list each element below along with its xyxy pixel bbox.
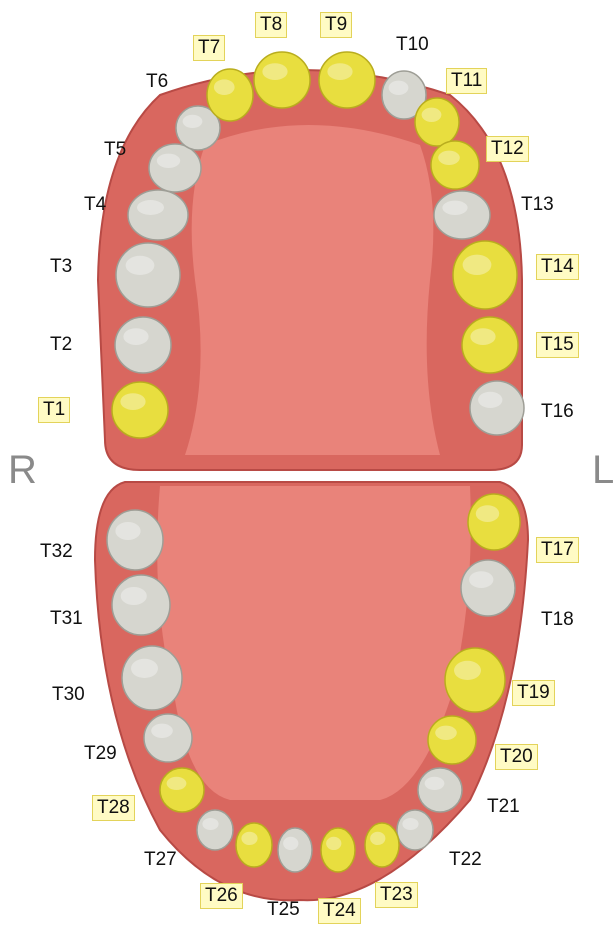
tooth-highlight [326, 837, 341, 850]
tooth-t28[interactable] [160, 768, 204, 812]
tooth-t2[interactable] [115, 317, 171, 373]
tooth-label-t30[interactable]: T30 [48, 683, 89, 707]
tooth-highlight [422, 108, 442, 122]
tooth-label-t9[interactable]: T9 [320, 12, 352, 38]
tooth-label-t11[interactable]: T11 [446, 68, 487, 94]
tooth-t7[interactable] [207, 69, 253, 121]
tooth-highlight [438, 151, 460, 165]
tooth-highlight [370, 832, 385, 845]
tooth-label-t20[interactable]: T20 [495, 744, 538, 770]
tooth-t25[interactable] [278, 828, 312, 872]
tooth-highlight [126, 256, 155, 275]
tongue [157, 486, 471, 800]
tooth-highlight [454, 661, 481, 680]
tooth-t19[interactable] [445, 648, 505, 712]
tooth-t23[interactable] [365, 823, 399, 867]
tooth-label-t25[interactable]: T25 [263, 898, 304, 922]
tooth-highlight [123, 328, 148, 345]
tooth-highlight [463, 255, 492, 275]
tooth-t14[interactable] [453, 241, 517, 309]
tooth-label-t2[interactable]: T2 [46, 333, 76, 357]
tooth-t9[interactable] [319, 52, 375, 108]
left-side-label: L [592, 448, 614, 493]
tooth-t16[interactable] [470, 381, 524, 435]
tooth-highlight [115, 522, 140, 540]
tooth-label-t15[interactable]: T15 [536, 332, 579, 358]
tooth-highlight [470, 328, 495, 345]
tooth-t13[interactable] [434, 191, 490, 239]
right-side-label: R [8, 448, 37, 493]
tooth-t29[interactable] [144, 714, 192, 762]
tooth-highlight [137, 200, 164, 215]
tooth-t24[interactable] [321, 828, 355, 872]
tooth-t18[interactable] [461, 560, 515, 616]
tooth-t27[interactable] [197, 810, 233, 850]
tooth-t11[interactable] [415, 98, 459, 146]
tooth-t4[interactable] [128, 190, 188, 240]
tooth-highlight [327, 63, 352, 80]
tooth-t5[interactable] [149, 144, 201, 192]
tooth-highlight [151, 724, 173, 738]
tooth-label-t28[interactable]: T28 [92, 795, 135, 821]
tooth-label-t26[interactable]: T26 [200, 883, 243, 909]
tooth-highlight [241, 832, 257, 845]
tooth-label-t18[interactable]: T18 [537, 608, 578, 632]
tooth-highlight [214, 79, 235, 95]
tooth-t26[interactable] [236, 823, 272, 867]
tooth-t17[interactable] [468, 494, 520, 550]
tooth-t3[interactable] [116, 243, 180, 307]
tooth-t32[interactable] [107, 510, 163, 570]
tooth-label-t24[interactable]: T24 [318, 898, 361, 924]
tooth-label-t19[interactable]: T19 [512, 680, 555, 706]
tooth-t31[interactable] [112, 575, 170, 635]
tooth-t20[interactable] [428, 716, 476, 764]
tooth-label-t7[interactable]: T7 [193, 35, 225, 61]
tooth-label-t27[interactable]: T27 [140, 848, 181, 872]
tooth-label-t1[interactable]: T1 [38, 397, 70, 423]
tooth-highlight [476, 505, 499, 522]
tooth-label-t12[interactable]: T12 [486, 136, 529, 162]
tooth-label-t10[interactable]: T10 [392, 33, 433, 57]
tooth-t8[interactable] [254, 52, 310, 108]
tooth-highlight [283, 837, 298, 850]
tooth-highlight [389, 81, 409, 95]
tooth-label-t23[interactable]: T23 [375, 882, 418, 908]
tooth-highlight [425, 777, 445, 790]
tooth-highlight [469, 571, 493, 588]
tooth-t22[interactable] [397, 810, 433, 850]
tooth-highlight [157, 154, 180, 168]
tooth-label-t32[interactable]: T32 [36, 540, 77, 564]
tooth-label-t6[interactable]: T6 [142, 70, 172, 94]
tooth-highlight [478, 392, 502, 408]
tooth-t15[interactable] [462, 317, 518, 373]
tooth-label-t21[interactable]: T21 [483, 795, 524, 819]
tooth-highlight [435, 726, 457, 740]
tooth-t1[interactable] [112, 382, 168, 438]
tooth-label-t31[interactable]: T31 [46, 607, 87, 631]
tooth-highlight [183, 115, 203, 128]
tooth-label-t5[interactable]: T5 [100, 138, 130, 162]
tooth-label-t3[interactable]: T3 [46, 255, 76, 279]
tooth-label-t4[interactable]: T4 [80, 193, 110, 217]
tooth-highlight [167, 777, 187, 790]
tooth-t12[interactable] [431, 141, 479, 189]
tooth-label-t13[interactable]: T13 [517, 193, 558, 217]
tooth-highlight [131, 659, 158, 678]
tooth-label-t29[interactable]: T29 [80, 742, 121, 766]
tooth-label-t8[interactable]: T8 [255, 12, 287, 38]
upper-palate [185, 125, 440, 455]
tooth-highlight [121, 587, 147, 605]
tooth-highlight [262, 63, 287, 80]
tooth-t30[interactable] [122, 646, 182, 710]
tooth-label-t16[interactable]: T16 [537, 400, 578, 424]
tooth-t21[interactable] [418, 768, 462, 812]
tooth-label-t17[interactable]: T17 [536, 537, 579, 563]
tooth-label-t22[interactable]: T22 [445, 848, 486, 872]
tooth-highlight [120, 393, 145, 410]
tooth-label-t14[interactable]: T14 [536, 254, 579, 280]
tooth-highlight [202, 818, 218, 830]
tooth-highlight [442, 201, 467, 215]
tooth-highlight [402, 818, 418, 830]
